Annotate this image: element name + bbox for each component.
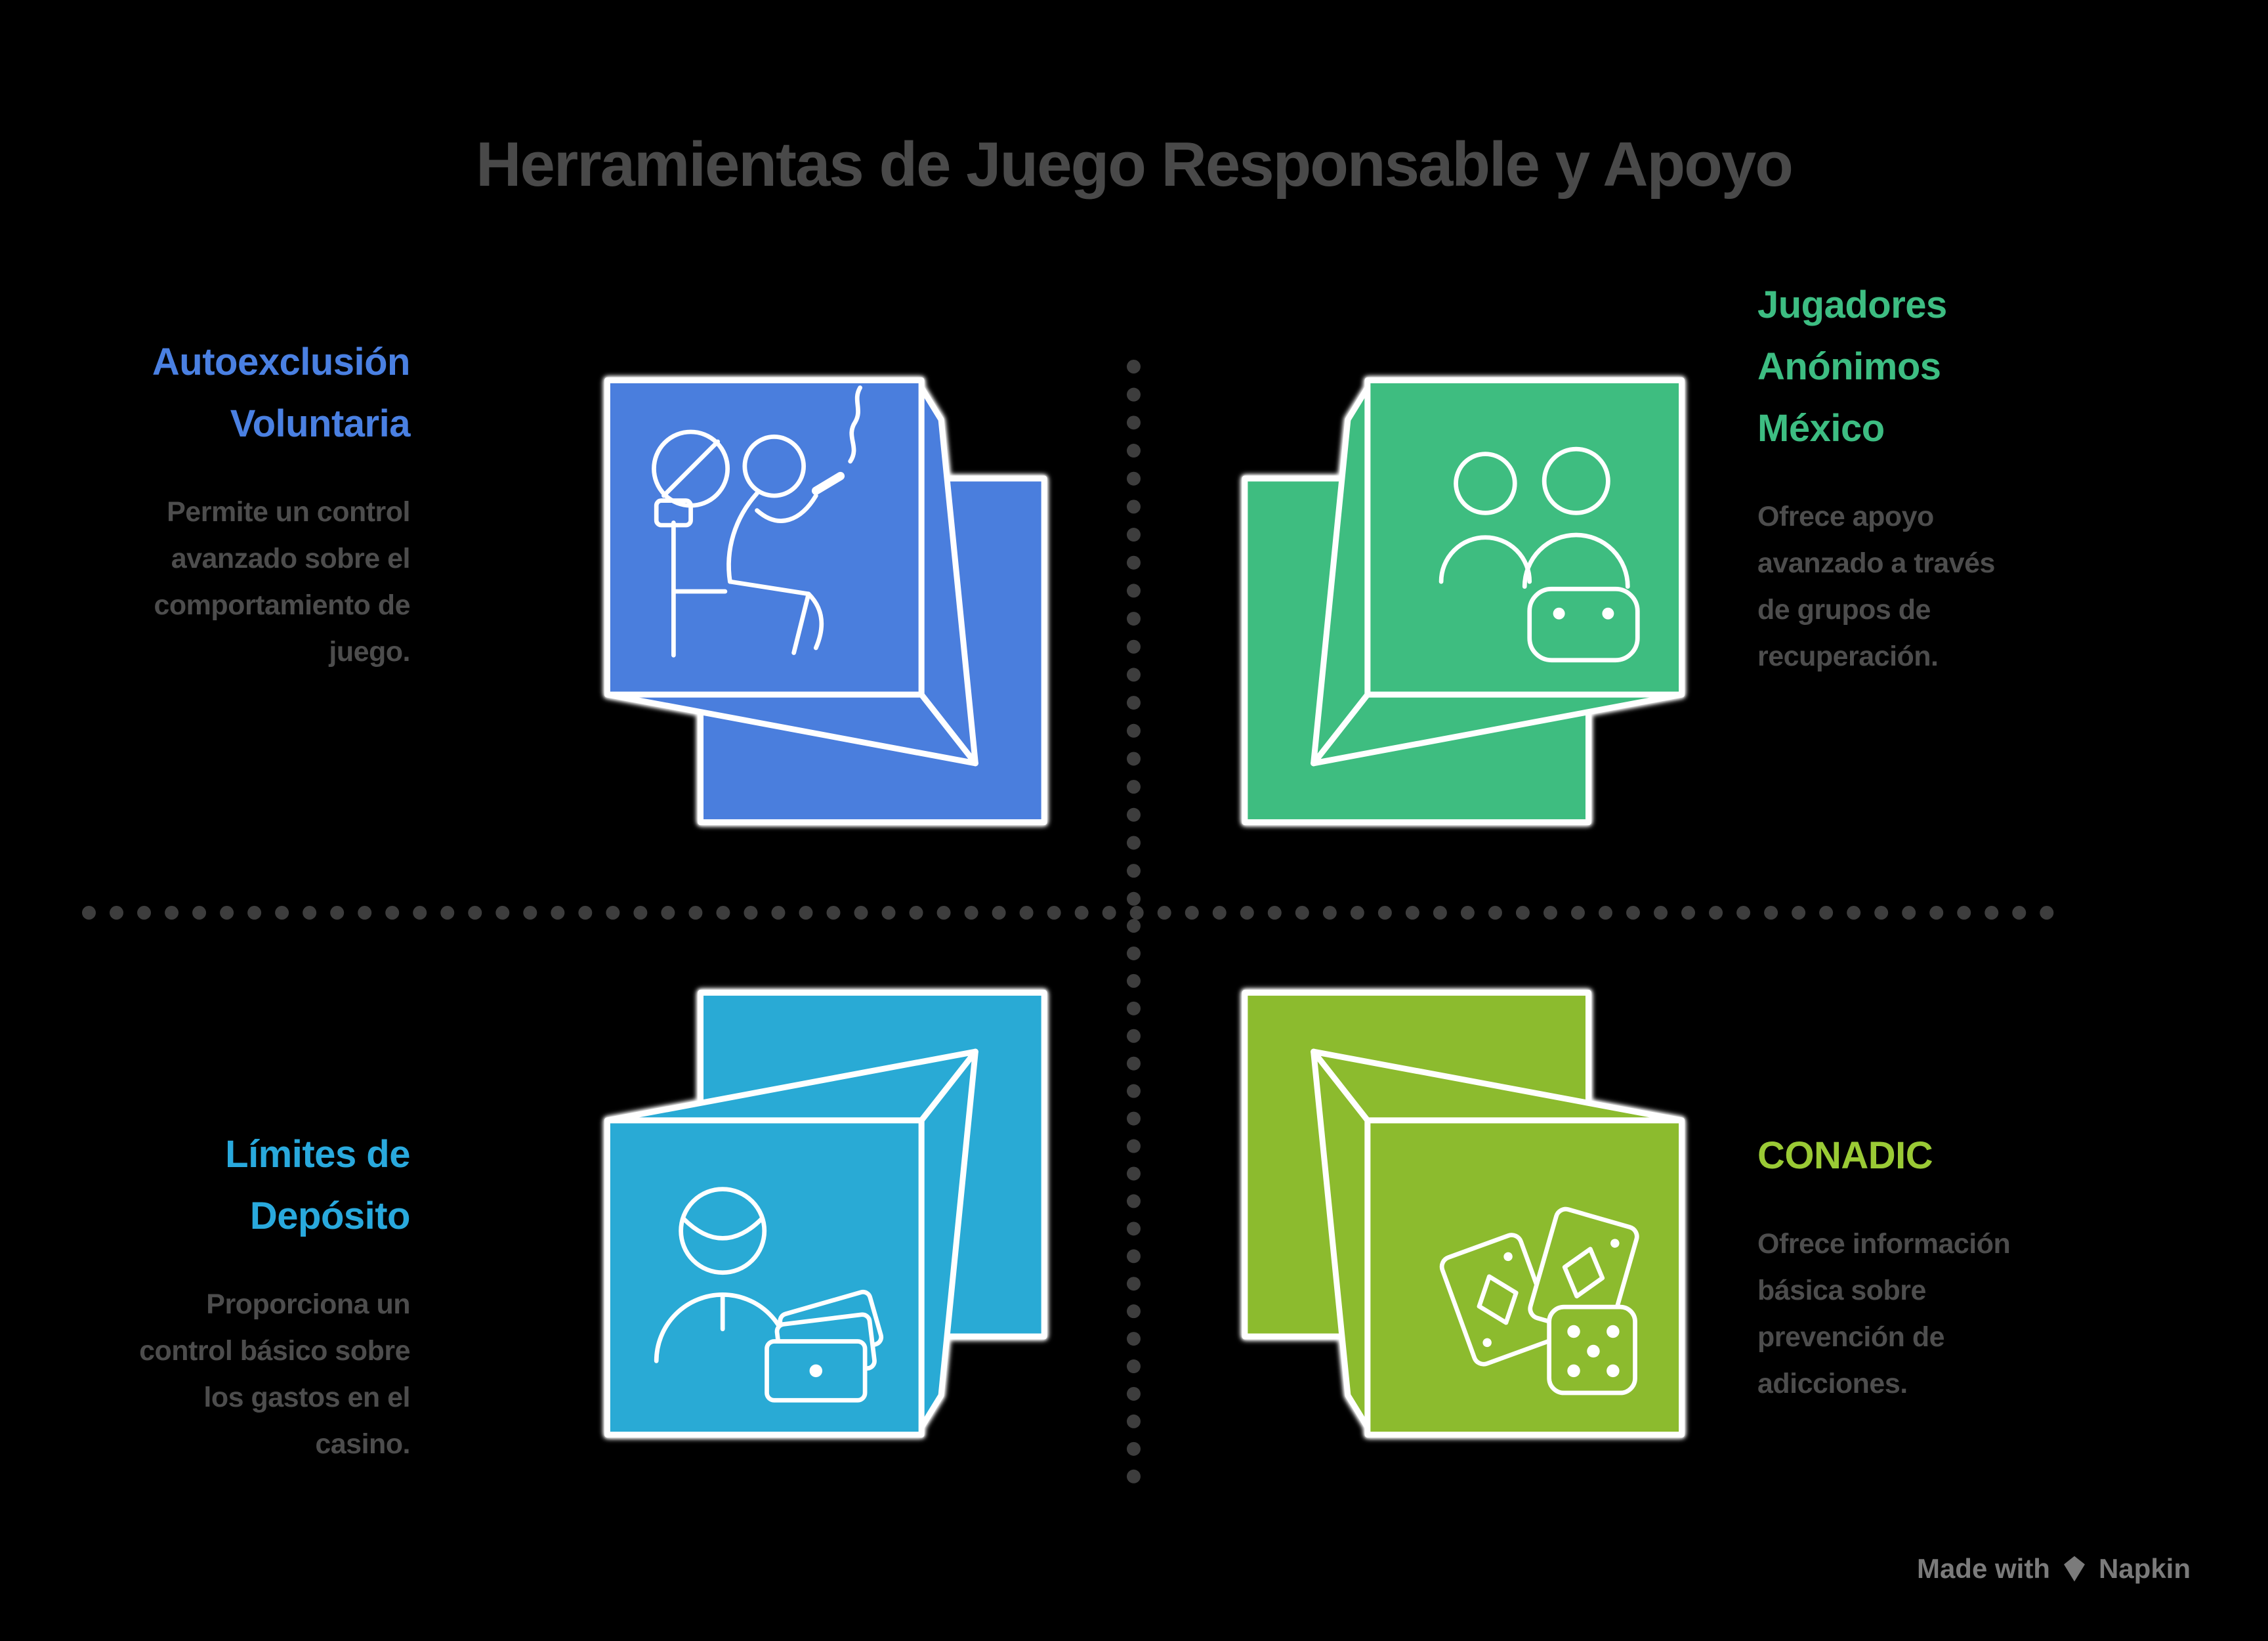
person-money-icon: [654, 1187, 884, 1403]
conadic-cube-illustration: [1242, 989, 1685, 1438]
quadrant-conadic-text: CONADIC Ofrece información básica sobre …: [1757, 1125, 2086, 1407]
cube-front-face: [604, 1117, 925, 1438]
quadrant-description-conadic: Ofrece información básica sobre prevenci…: [1757, 1227, 2011, 1399]
page-title: Herramientas de Juego Responsable y Apoy…: [476, 129, 1794, 200]
divider-horizontal: [82, 906, 2054, 920]
jugadores-cube-illustration: [1242, 377, 1685, 826]
made-with-label: Made with: [1916, 1553, 2050, 1584]
quadrant-description-jugadores: Ofrece apoyo avanzado a través de grupos…: [1757, 500, 1995, 672]
quadrant-heading-jugadores: Jugadores Anónimos México: [1757, 284, 1947, 450]
napkin-brand: Napkin: [2098, 1553, 2191, 1584]
quadrant-heading-conadic: CONADIC: [1757, 1134, 1933, 1177]
cube-front-face: [604, 377, 925, 698]
quadrant-heading-limites: Límites de Depósito: [225, 1133, 410, 1237]
no-smoking-person-icon: [652, 385, 862, 658]
cards-dice-icon: [1439, 1206, 1639, 1396]
quadrant-description-limites: Proporciona un control básico sobre los …: [139, 1288, 410, 1460]
quadrant-autoexclusion-text: Autoexclusión Voluntaria Permite un cont…: [82, 331, 411, 675]
napkin-diamond-icon: [2064, 1556, 2085, 1582]
support-group-controller-icon: [1438, 446, 1640, 663]
divider-vertical-bottom: [1127, 919, 1141, 1483]
limites-cube-illustration: [604, 989, 1047, 1438]
made-with-napkin-credit: Made with Napkin: [1917, 1553, 2191, 1585]
quadrant-limites-text: Límites de Depósito Proporciona un contr…: [82, 1124, 410, 1468]
divider-vertical-top: [1127, 360, 1141, 906]
quadrant-heading-autoexclusion: Autoexclusión Voluntaria: [152, 341, 411, 445]
quadrant-description-autoexclusion: Permite un control avanzado sobre el com…: [154, 496, 411, 668]
autoexclusion-cube-illustration: [604, 377, 1047, 826]
quadrant-jugadores-text: Jugadores Anónimos México Ofrece apoyo a…: [1757, 274, 2086, 680]
